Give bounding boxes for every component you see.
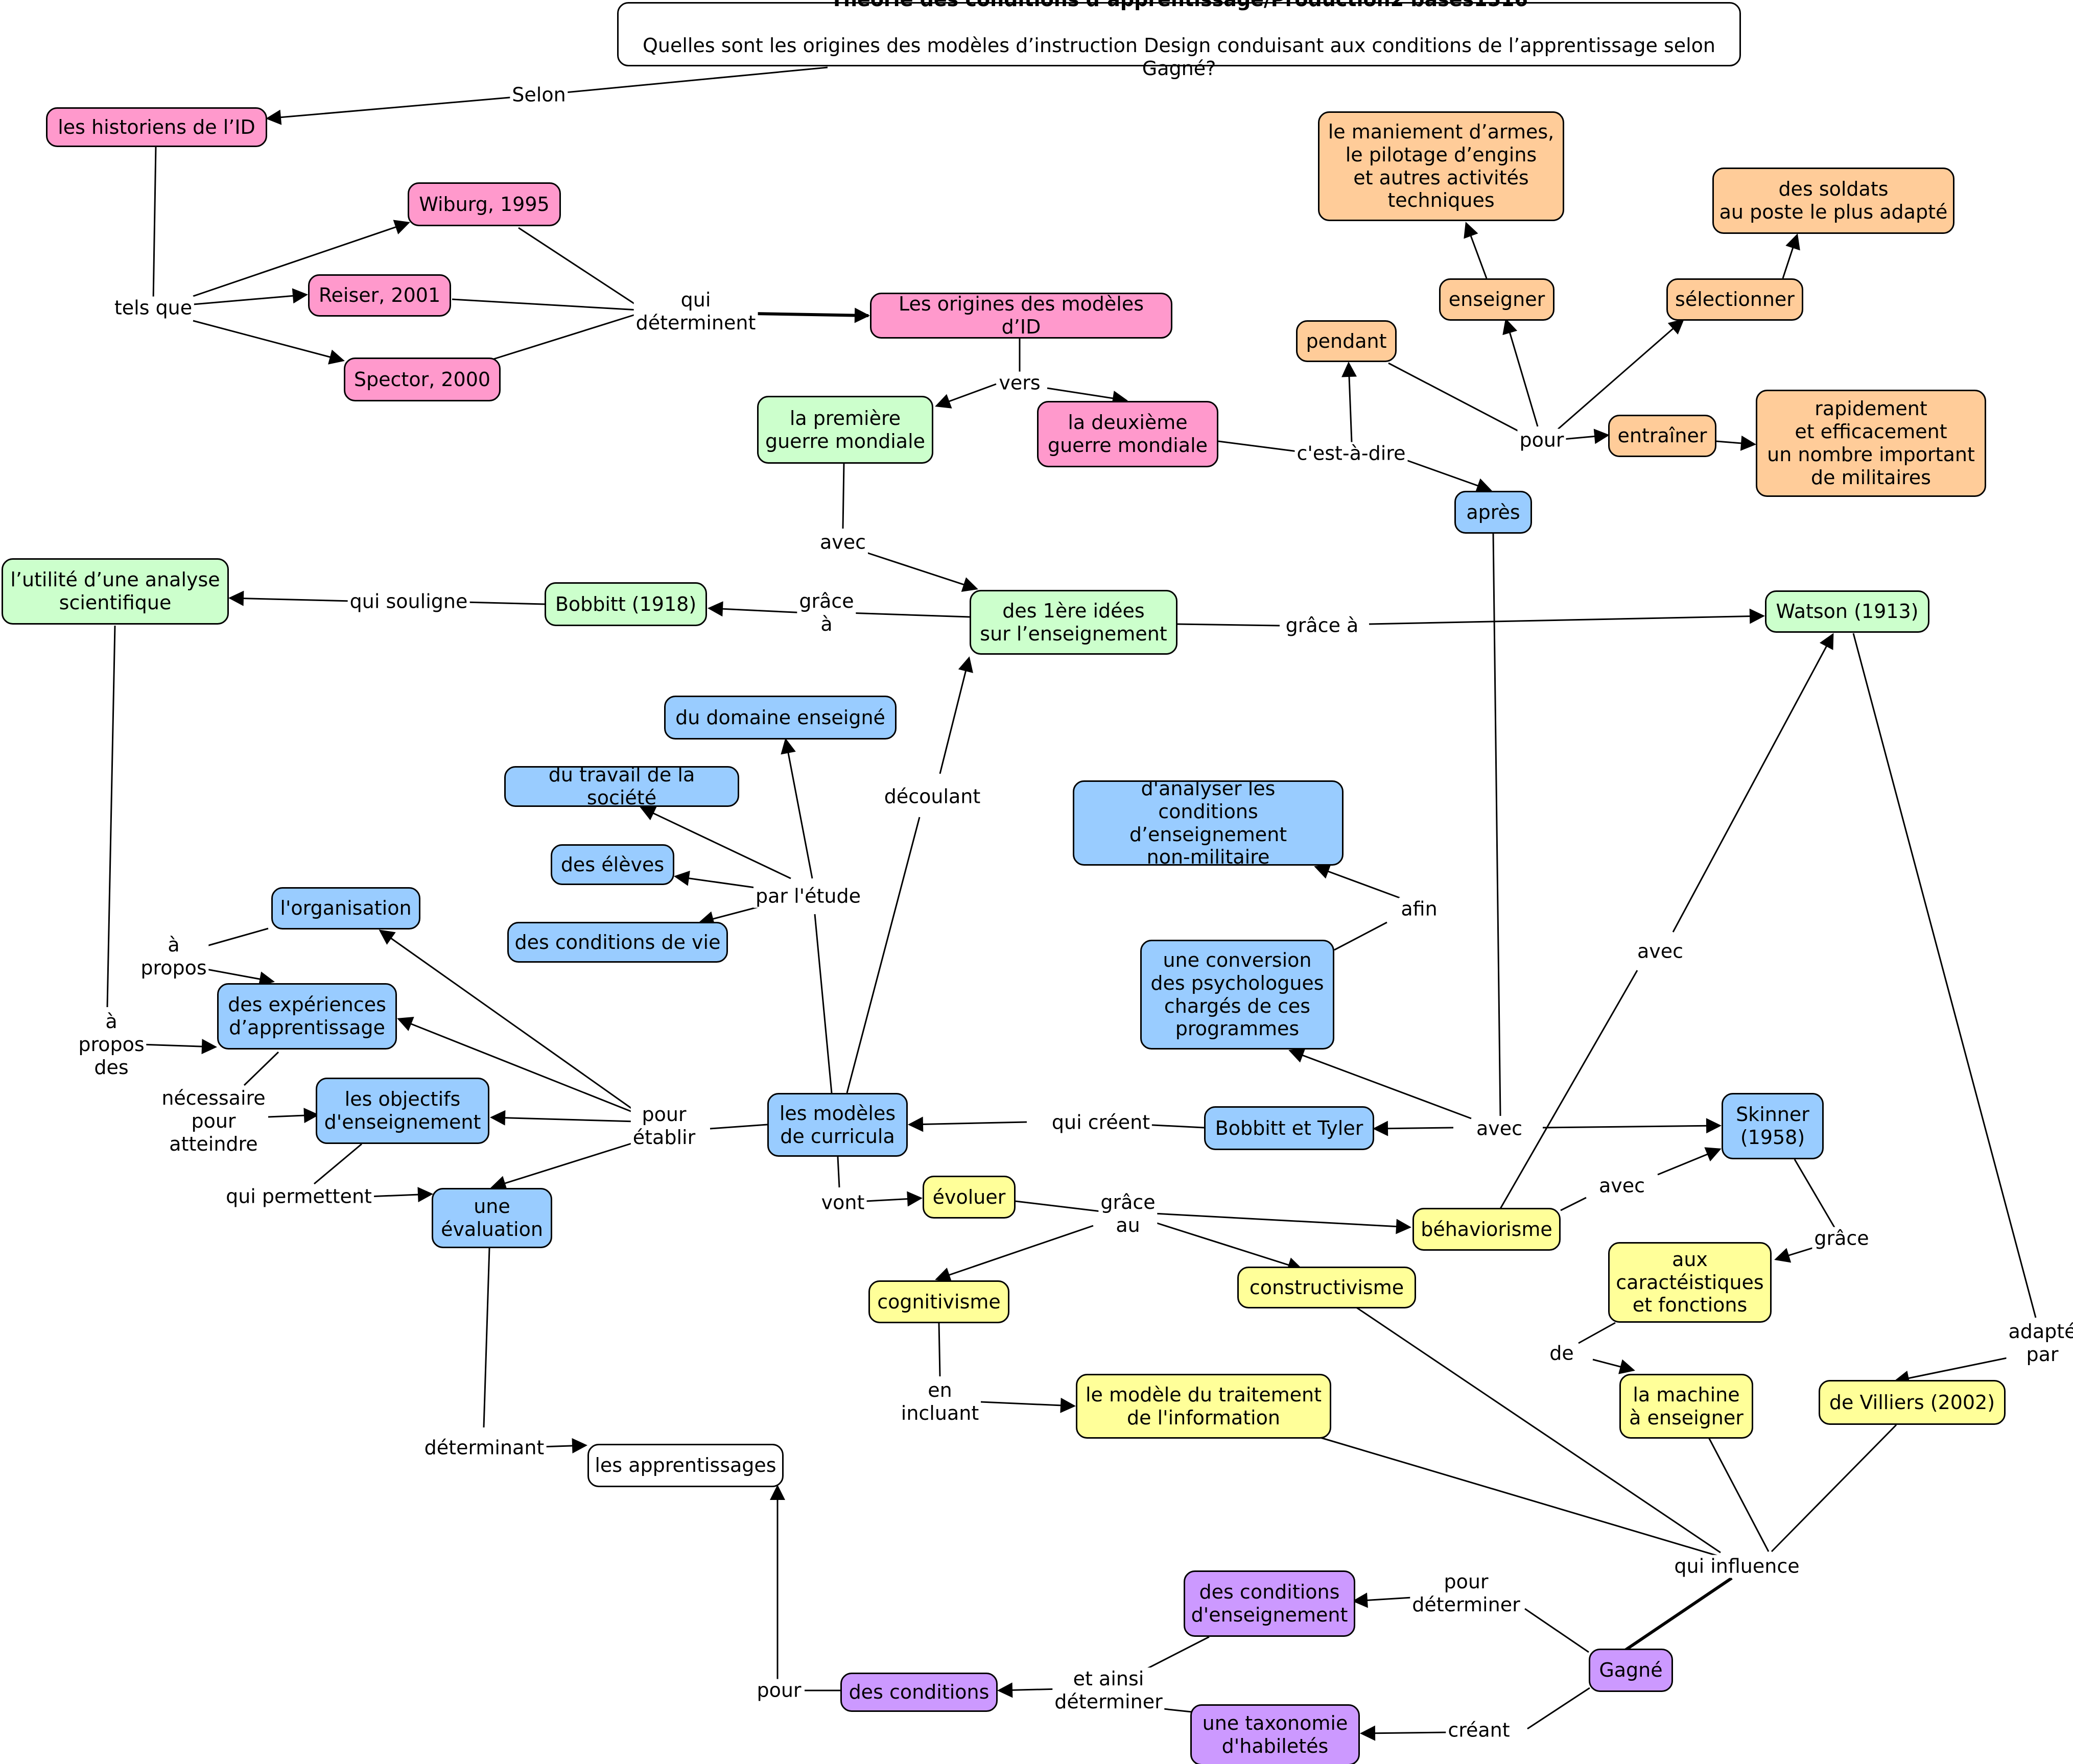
concept-pendant[interactable]: pendant <box>1296 320 1397 362</box>
concept-spector[interactable]: Spector, 2000 <box>344 357 501 401</box>
concept-bobbitt-tyler[interactable]: Bobbitt et Tyler <box>1204 1106 1374 1150</box>
link-label-en-incluant: en incluant <box>899 1379 981 1425</box>
concept-domaine[interactable]: du domaine enseigné <box>664 696 897 740</box>
link-label-pour-etablir: pour établir <box>630 1103 698 1149</box>
concept-experiences[interactable]: des expériences d’apprentissage <box>217 983 397 1050</box>
link-label-avec-skinner: avec <box>1596 1174 1647 1198</box>
link-label-qui-influence: qui influence <box>1672 1555 1802 1578</box>
concept-apprentissages[interactable]: les apprentissages <box>587 1444 784 1487</box>
concept-organisation[interactable]: l'organisation <box>271 887 420 929</box>
link-label-vont: vont <box>819 1191 867 1214</box>
concept-cognitivisme[interactable]: cognitivisme <box>868 1280 1009 1323</box>
link-label-pour-militaire: pour <box>1517 428 1566 452</box>
concept-rapidement[interactable]: rapidement et efficacement un nombre imp… <box>1756 390 1986 497</box>
link-label-qui-creent: qui créent <box>1049 1111 1152 1134</box>
link-label-pour-determiner: pour déterminer <box>1410 1570 1522 1616</box>
link-label-grace-a-bobbitt: grâce à <box>797 590 856 636</box>
concept-curricula[interactable]: les modèles de curricula <box>767 1093 908 1157</box>
concept-machine[interactable]: la machine à enseigner <box>1619 1374 1753 1439</box>
concept-origines[interactable]: Les origines des modèles d’ID <box>870 293 1172 339</box>
concept-objectifs[interactable]: les objectifs d'enseignement <box>316 1078 489 1144</box>
concept-premieres-idees[interactable]: des 1ère idées sur l’enseignement <box>970 590 1177 655</box>
map-title-heading: Théorie des conditions d’apprentissage/P… <box>624 0 1734 11</box>
concept-entrainer[interactable]: entraîner <box>1608 415 1716 457</box>
concept-traitement[interactable]: le modèle du traitement de l'information <box>1076 1374 1331 1439</box>
concept-watson[interactable]: Watson (1913) <box>1765 590 1929 633</box>
link-label-qui-determinent: qui déterminent <box>633 289 758 335</box>
link-label-a-propos-des: à propos des <box>76 1010 147 1079</box>
link-label-vers: vers <box>997 371 1043 395</box>
map-focus-question: Quelles sont les origines des modèles d’… <box>643 34 1715 80</box>
link-label-qui-souligne: qui souligne <box>347 590 470 613</box>
concept-historiens[interactable]: les historiens de l’ID <box>46 107 267 147</box>
concept-travail[interactable]: du travail de la société <box>504 764 739 809</box>
link-label-avec-guerre: avec <box>817 531 868 554</box>
link-label-adapte-par: adapté par <box>2006 1320 2073 1366</box>
link-label-selon: Selon <box>510 83 568 107</box>
concept-enseigner[interactable]: enseigner <box>1439 278 1554 321</box>
concept-constructivisme[interactable]: constructivisme <box>1237 1267 1416 1308</box>
link-label-et-ainsi-determiner: et ainsi déterminer <box>1052 1667 1165 1713</box>
concept-evoluer[interactable]: évoluer <box>923 1176 1016 1219</box>
link-label-pour-apprentissages: pour <box>755 1679 804 1702</box>
concept-gagne[interactable]: Gagné <box>1589 1649 1673 1692</box>
concept-reiser[interactable]: Reiser, 2001 <box>308 274 451 317</box>
link-label-qui-permettent: qui permettent <box>224 1185 374 1208</box>
link-label-determinant: déterminant <box>422 1436 547 1460</box>
concept-utilite[interactable]: l’utilité d’une analyse scientifique <box>2 558 229 625</box>
concept-eleves[interactable]: des élèves <box>551 844 674 885</box>
concept-behaviorisme[interactable]: béhaviorisme <box>1412 1208 1561 1251</box>
link-label-de: de <box>1547 1342 1576 1365</box>
concept-selectionner[interactable]: sélectionner <box>1666 278 1803 321</box>
concept-skinner[interactable]: Skinner (1958) <box>1722 1093 1824 1159</box>
concept-devilliers[interactable]: de Villiers (2002) <box>1819 1380 2006 1425</box>
link-label-necessaire: nécessaire pour atteindre <box>159 1086 268 1156</box>
link-label-a-propos: à propos <box>138 934 209 980</box>
concept-deuxieme-guerre[interactable]: la deuxième guerre mondiale <box>1037 401 1218 467</box>
concept-apres[interactable]: après <box>1454 491 1532 534</box>
link-label-tels-que: tels que <box>112 296 195 320</box>
concept-bobbitt-1918[interactable]: Bobbitt (1918) <box>545 582 707 626</box>
concept-maniement[interactable]: le maniement d’armes, le pilotage d’engi… <box>1318 111 1564 221</box>
concept-taxonomie[interactable]: une taxonomie d'habiletés <box>1190 1704 1360 1764</box>
concept-conversion[interactable]: une conversion des psychologues chargés … <box>1140 940 1334 1050</box>
link-label-grace-skinner: grâce <box>1812 1227 1871 1250</box>
concept-premiere-guerre[interactable]: la première guerre mondiale <box>757 396 933 464</box>
link-label-cest-a-dire: c'est-à-dire <box>1294 442 1408 465</box>
concept-conditions-vie[interactable]: des conditions de vie <box>507 922 728 963</box>
concept-evaluation[interactable]: une évaluation <box>432 1188 552 1248</box>
concept-conditions-enseignement[interactable]: des conditions d'enseignement <box>1184 1570 1355 1637</box>
concept-wiburg[interactable]: Wiburg, 1995 <box>408 182 561 226</box>
link-label-par-letude: par l'étude <box>753 885 863 908</box>
link-label-grace-a-watson: grâce à <box>1283 614 1361 637</box>
concept-caracteristiques[interactable]: aux caractéistiques et fonctions <box>1608 1242 1772 1323</box>
link-label-creant: créant <box>1446 1719 1512 1742</box>
link-label-decoulant: découlant <box>882 785 983 808</box>
link-label-avec-watson: avec <box>1635 940 1686 963</box>
concept-conditions[interactable]: des conditions <box>840 1673 998 1712</box>
concept-analyser[interactable]: d'analyser les conditions d’enseignement… <box>1073 777 1344 868</box>
concept-soldats[interactable]: des soldats au poste le plus adapté <box>1712 168 1954 234</box>
link-label-afin: afin <box>1399 897 1440 921</box>
link-label-grace-au: grâce au <box>1098 1191 1158 1237</box>
map-title: Théorie des conditions d’apprentissage/P… <box>617 0 1741 80</box>
link-label-avec-tyler: avec <box>1474 1117 1525 1140</box>
